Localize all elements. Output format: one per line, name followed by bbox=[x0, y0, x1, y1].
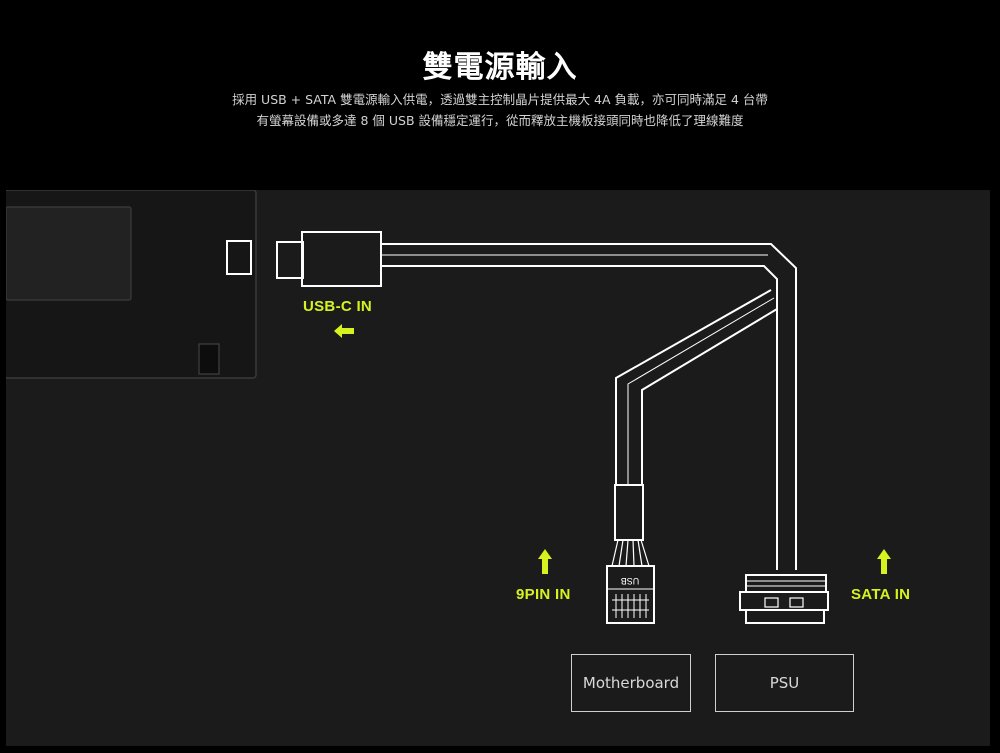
usbc-plug bbox=[276, 231, 382, 287]
arrow-up-icon bbox=[877, 549, 891, 574]
diagram-panel: USB USB-C IN bbox=[6, 190, 990, 746]
connector-text: USB bbox=[621, 576, 640, 586]
psu-label: PSU bbox=[769, 674, 800, 692]
subtitle-line-2: 有螢幕設備或多達 8 個 USB 設備穩定運行，從而釋放主機板接頭同時也降低了理… bbox=[256, 113, 744, 128]
motherboard-label: Motherboard bbox=[582, 674, 680, 692]
cable-lines bbox=[381, 243, 797, 570]
9pin-connector: USB bbox=[606, 484, 655, 624]
motherboard-box: Motherboard bbox=[571, 654, 691, 712]
arrow-left-icon bbox=[334, 324, 354, 338]
page-title: 雙電源輸入 bbox=[422, 50, 578, 85]
subtitle-line-1: 採用 USB + SATA 雙電源輸入供電，透過雙主控制晶片提供最大 4A 負載… bbox=[232, 92, 768, 107]
device-hub bbox=[6, 190, 257, 379]
header: 雙電源輸入 採用 USB + SATA 雙電源輸入供電，透過雙主控制晶片提供最大… bbox=[0, 0, 1000, 190]
usbc-port-icon bbox=[226, 240, 252, 275]
usbc-in-label: USB-C IN bbox=[303, 298, 373, 315]
arrow-icons bbox=[334, 324, 891, 574]
arrow-up-icon bbox=[538, 549, 552, 574]
psu-box: PSU bbox=[715, 654, 854, 712]
9pin-in-label: 9PIN IN bbox=[516, 586, 571, 603]
sata-connector bbox=[739, 574, 829, 624]
sata-in-label: SATA IN bbox=[851, 586, 911, 603]
cable-diagram: USB bbox=[6, 190, 891, 624]
